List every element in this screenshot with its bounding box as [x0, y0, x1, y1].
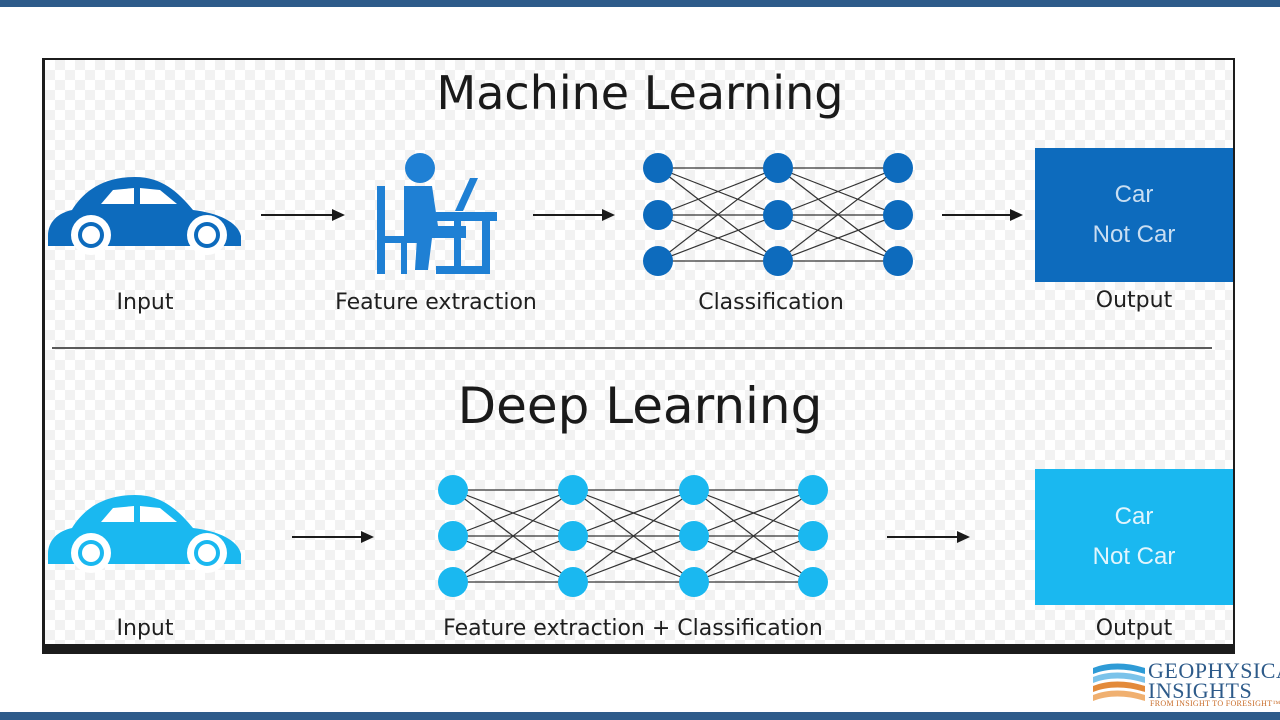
- dl-neural-network-icon: [438, 475, 828, 597]
- dl-input-label: Input: [116, 616, 174, 641]
- ml-neural-network-icon: [643, 153, 913, 276]
- deep-learning-title: Deep Learning: [457, 377, 823, 435]
- top-bar: [0, 0, 1280, 7]
- ml-output-not-car: Not Car: [1092, 221, 1176, 248]
- arrow-right-icon: [887, 531, 970, 543]
- section-divider: [52, 347, 1212, 349]
- ml-output-car: Car: [1114, 181, 1154, 208]
- arrow-right-icon: [261, 209, 345, 221]
- person-at-computer-icon: [377, 153, 497, 274]
- bottom-bar: [0, 712, 1280, 720]
- dl-output-car: Car: [1114, 503, 1154, 530]
- ml-car-icon: [48, 177, 241, 255]
- geophysical-insights-logo-mark: [1093, 663, 1145, 701]
- dl-combined-label: Feature extraction + Classification: [443, 616, 823, 641]
- ml-classification-label: Classification: [698, 290, 844, 315]
- ml-output-box: Car Not Car: [1035, 148, 1233, 282]
- dl-output-box: Car Not Car: [1035, 469, 1233, 605]
- logo-name-line1: GEOPHYSICAL: [1148, 658, 1280, 683]
- dl-car-icon: [48, 495, 241, 573]
- dl-output-not-car: Not Car: [1092, 543, 1176, 570]
- arrow-right-icon: [942, 209, 1023, 221]
- logo-name-line2: INSIGHTS: [1148, 678, 1253, 703]
- machine-learning-title: Machine Learning: [436, 66, 844, 120]
- ml-feature-extraction-label: Feature extraction: [335, 290, 537, 315]
- arrow-right-icon: [533, 209, 615, 221]
- logo-tagline: FROM INSIGHT TO FORESIGHT™: [1150, 699, 1280, 708]
- arrow-right-icon: [292, 531, 374, 543]
- ml-input-label: Input: [116, 290, 174, 315]
- logo-name: GEOPHYSICAL INSIGHTS: [1148, 658, 1280, 703]
- ml-output-label: Output: [1095, 288, 1173, 313]
- dl-output-label: Output: [1095, 616, 1173, 641]
